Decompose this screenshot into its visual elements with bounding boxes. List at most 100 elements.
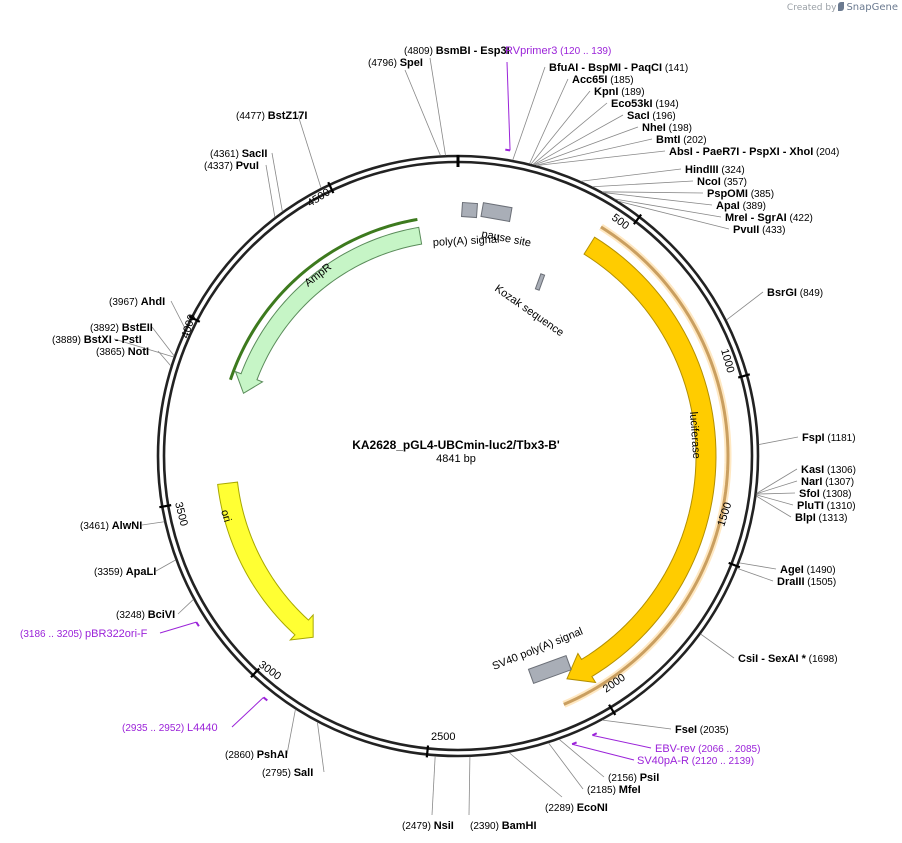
leader-econi [508,752,563,798]
leader-ncoi [592,180,694,188]
ampr-feature-arrow[interactable] [234,226,423,394]
enzyme-label-bstz17i[interactable]: (4477) BstZ17I [236,110,307,122]
enzyme-name: HindIII [685,164,719,176]
enzyme-label-psii[interactable]: (2156) PsiI [608,772,659,784]
enzyme-label-econi[interactable]: (2289) EcoNI [545,802,608,814]
polya-feature-box[interactable] [460,201,479,219]
enzyme-label-bsteii[interactable]: (3892) BstEII [90,322,153,334]
enzyme-name: SalI [294,767,314,779]
enzyme-label-nari[interactable]: NarI (1307) [801,476,854,488]
enzyme-name: BstXI [84,334,112,346]
tick-mark [250,667,260,679]
enzyme-label-sacii[interactable]: (4361) SacII [210,148,267,160]
enzyme-label-noti[interactable]: (3865) NotI [96,346,149,358]
leader-bstxi [113,338,174,358]
site-leader-lines [113,57,799,816]
enzyme-name: PvuII [733,224,759,236]
primer-label-rvprimer3[interactable]: RVprimer3 (120 .. 139) [505,45,611,57]
enzyme-name: BmtI [656,134,680,146]
tick-mark [159,504,172,509]
enzyme-label-kpni[interactable]: KpnI (189) [594,86,645,98]
leader-bamhi [468,756,471,816]
enzyme-label-pshai[interactable]: (2860) PshAI [225,749,288,761]
primer-label-pbr322[interactable]: (3186 .. 3205) pBR322ori-F [20,628,148,640]
enzyme-label-eco53ki[interactable]: Eco53kI (194) [611,98,679,110]
enzyme-name: PshAI [257,749,288,761]
leader-apai [603,192,713,206]
enzyme-extra: - SexAI * [758,653,806,665]
enzyme-name: BsmBI [436,45,471,57]
leader-mfei [548,742,584,790]
enzyme-pos: (204) [813,147,839,158]
enzyme-label-bstxi[interactable]: (3889) BstXI - PstI [52,334,142,346]
enzyme-label-absi[interactable]: AbsI - PaeR7I - PspXI - XhoI (204) [669,146,839,158]
primer-label-sv40par[interactable]: SV40pA-R (2120 .. 2139) [637,755,754,767]
leader-noti [157,350,172,367]
sv40-feature-box[interactable] [527,655,572,685]
enzyme-label-mfei[interactable]: (2185) MfeI [587,784,641,796]
enzyme-pos: (2860) [225,750,257,761]
enzyme-pos: (1306) [824,465,856,476]
enzyme-label-bamhi[interactable]: (2390) BamHI [470,820,537,832]
pause-site-feature-box[interactable] [480,202,513,223]
enzyme-pos: (3889) [52,335,84,346]
enzyme-pos: (1313) [816,513,848,524]
enzyme-label-blpi[interactable]: BlpI (1313) [795,512,847,524]
primer-leader-rvprimer3 [506,61,511,151]
tick-mark [728,561,741,569]
enzyme-label-pluti[interactable]: PluTI (1310) [797,500,856,512]
enzyme-pos: (1181) [825,433,856,444]
enzyme-name: ApaI [716,200,740,212]
enzyme-label-apai[interactable]: ApaI (389) [716,200,766,212]
enzyme-label-mrei[interactable]: MreI - SgrAI (422) [725,212,813,224]
enzyme-label-bsmbi[interactable]: (4809) BsmBI - Esp3I [404,45,510,57]
primer-label-l4440[interactable]: (2935 .. 2952) L4440 [122,722,218,734]
kozak-feature-box[interactable] [534,273,546,291]
enzyme-name: CsiI [738,653,758,665]
enzyme-pos: (2795) [262,768,294,779]
enzyme-pos: (4809) [404,46,436,57]
ori-feature-arrow[interactable] [217,481,314,641]
enzyme-label-csii[interactable]: CsiI - SexAI * (1698) [738,653,838,665]
leader-pspomi [602,191,704,194]
enzyme-pos: (1307) [822,477,854,488]
enzyme-label-sali[interactable]: (2795) SalI [262,767,313,779]
enzyme-label-pvui[interactable]: (4337) PvuI [204,160,259,172]
luciferase-feature-label: luciferase [687,411,702,459]
enzyme-pos: (4337) [204,161,236,172]
enzyme-label-fspi[interactable]: FspI (1181) [802,432,856,444]
enzyme-label-bsrgi[interactable]: BsrGI (849) [767,287,823,299]
enzyme-pos: (2289) [545,803,577,814]
enzyme-label-nsii[interactable]: (2479) NsiI [402,820,454,832]
enzyme-label-sfoi[interactable]: SfoI (1308) [799,488,851,500]
enzyme-pos: (2390) [470,821,502,832]
enzyme-label-saci[interactable]: SacI (196) [627,110,676,122]
enzyme-label-fsei[interactable]: FseI (2035) [675,724,729,736]
primer-label-ebvrev[interactable]: EBV-rev (2066 .. 2085) [655,743,760,755]
enzyme-label-ahdi[interactable]: (3967) AhdI [109,296,165,308]
enzyme-label-spei[interactable]: (4796) SpeI [368,57,423,69]
tick-label-4500: 4500 [305,186,332,209]
enzyme-label-pvuii[interactable]: PvuII (433) [733,224,785,236]
enzyme-label-bcivi[interactable]: (3248) BciVI [116,609,175,621]
enzyme-label-nhei[interactable]: NheI (198) [642,122,692,134]
enzyme-name: Acc65I [572,74,607,86]
enzyme-label-ncoi[interactable]: NcoI (357) [697,176,747,188]
enzyme-label-drai[interactable]: DraIII (1505) [777,576,836,588]
enzyme-label-kasi[interactable]: KasI (1306) [801,464,856,476]
enzyme-label-bmti[interactable]: BmtI (202) [656,134,707,146]
leader-bmti [535,138,653,166]
enzyme-extra: - Esp3I [471,45,510,57]
enzyme-label-apali[interactable]: (3359) ApaLI [94,566,156,578]
enzyme-label-bfuai[interactable]: BfuAI - BspMI - PaqCI (141) [549,62,688,74]
luciferase-feature-arrow[interactable] [566,236,717,684]
enzyme-label-hindiii[interactable]: HindIII (324) [685,164,745,176]
enzyme-label-alwni[interactable]: (3461) AlwNI [80,520,142,532]
enzyme-name: BstZ17I [268,110,308,122]
enzyme-label-pspomi[interactable]: PspOMI (385) [707,188,774,200]
enzyme-name: BciVI [148,609,176,621]
enzyme-label-agei[interactable]: AgeI (1490) [780,564,836,576]
enzyme-label-acc65i[interactable]: Acc65I (185) [572,74,634,86]
